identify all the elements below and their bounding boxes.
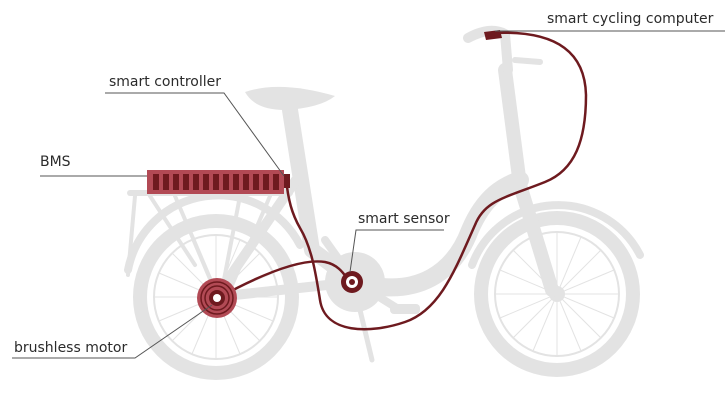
torque-sensor-icon[interactable] [341,271,363,293]
label-cycling-computer: smart cycling computer [547,11,714,27]
component-labels: smart cycling computer smart controller … [14,11,714,356]
battery-pack-icon[interactable] [147,170,284,194]
label-sensor: smart sensor [358,211,450,227]
leader-controller [105,92,285,177]
leader-sensor [349,229,444,273]
folding-ebike-silhouette [124,25,644,380]
label-controller: smart controller [109,74,221,90]
leader-motor [12,304,213,359]
cycling-computer-icon[interactable] [484,30,502,40]
leader-lines [12,30,725,359]
hub-motor-icon[interactable] [197,278,237,318]
label-motor: brushless motor [14,340,127,356]
label-bms: BMS [40,154,71,170]
